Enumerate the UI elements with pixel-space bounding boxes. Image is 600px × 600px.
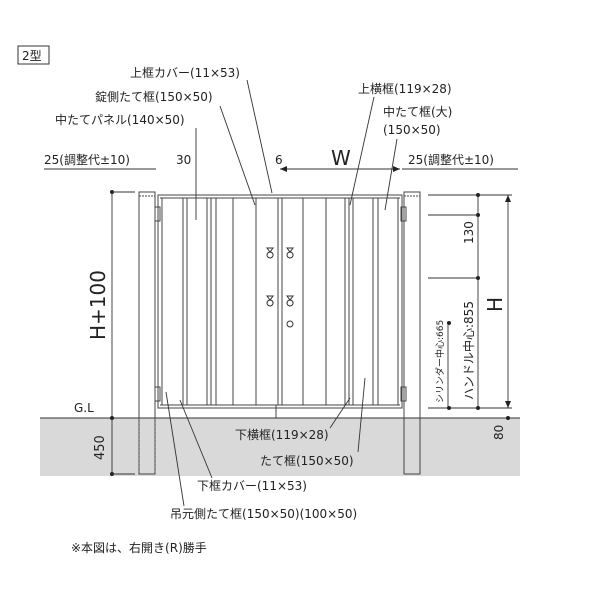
top-offset-label: 130 — [462, 221, 476, 244]
hinge-icon — [154, 386, 161, 402]
hinge-icon — [400, 206, 407, 222]
post-height-label: H+100 — [86, 270, 110, 340]
left-post — [138, 191, 156, 475]
ground-area — [40, 418, 520, 476]
hinge-icon — [154, 206, 161, 222]
label-middle-panel: 中たてパネル(140×50) — [55, 112, 185, 127]
handle-icons — [266, 247, 294, 328]
label-lock-side-stile: 錠側たて框(150×50) — [95, 89, 213, 104]
cylinder-icon — [286, 320, 294, 328]
label-bottom-frame-cover: 下框カバー(11×53) — [197, 479, 307, 493]
orientation-note: ※本図は、右開き(R)勝手 — [71, 540, 207, 555]
right-adjust-label: 25(調整代±10) — [408, 152, 494, 167]
embed-depth-label: 450 — [93, 435, 108, 460]
label-bottom-rail: 下横框(119×28) — [235, 428, 329, 442]
gate-panel — [154, 194, 407, 418]
type-badge: 2型 — [22, 49, 42, 63]
label-stile: たて框(150×50) — [260, 454, 354, 468]
label-top-frame-cover: 上框カバー(11×53) — [130, 66, 240, 80]
ground-clearance-label: 80 — [492, 425, 506, 440]
type-badge-box — [17, 45, 50, 65]
label-top-rail: 上横框(119×28) — [358, 82, 452, 96]
height-label: H — [483, 297, 507, 312]
label-middle-stile-2: (150×50) — [383, 123, 441, 137]
label-hinge-side-stile: 吊元側たて框(150×50)(100×50) — [170, 507, 357, 521]
gap-6-label: 6 — [275, 153, 283, 167]
cylinder-center-label: シリンダー中心:665 — [434, 320, 446, 403]
label-middle-stile-1: 中たて框(大) — [383, 104, 452, 119]
gap-30-label: 30 — [176, 153, 191, 167]
width-label: W — [331, 146, 351, 170]
left-adjust-label: 25(調整代±10) — [44, 152, 130, 167]
handle-center-label: ハンドル中心:855 — [461, 301, 476, 400]
ground-label: G.L — [74, 401, 94, 415]
hinge-icon — [400, 386, 407, 402]
right-post — [403, 191, 421, 475]
